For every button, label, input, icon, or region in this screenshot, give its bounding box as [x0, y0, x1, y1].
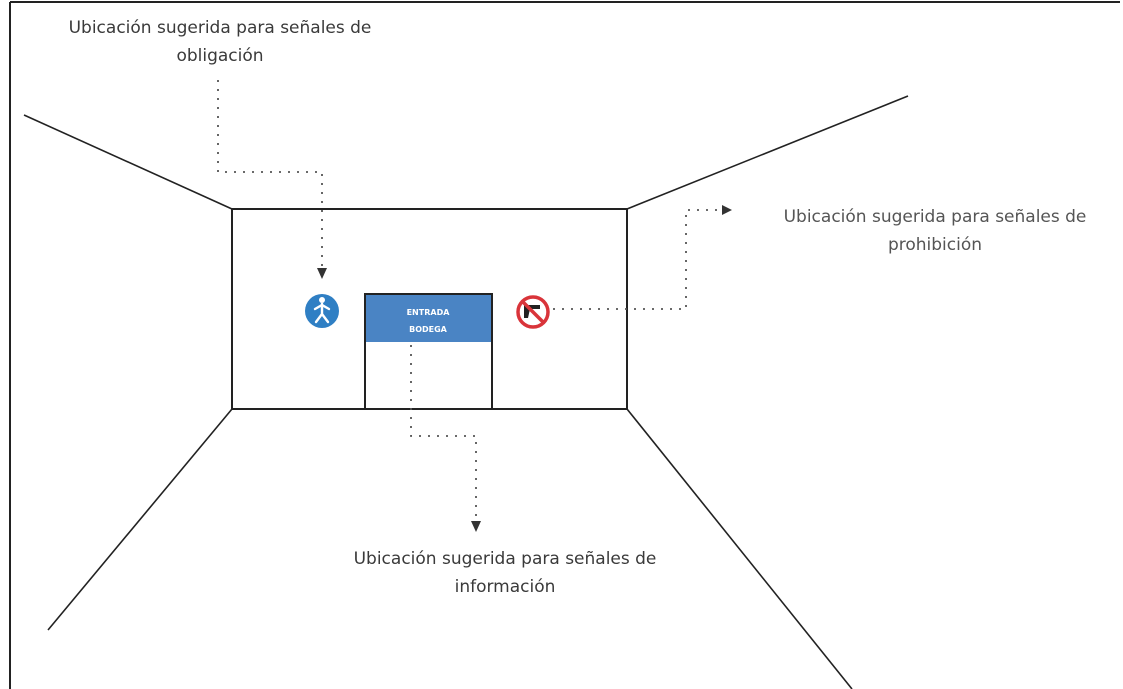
prohibition-label-line1: Ubicación sugerida para señales de — [783, 207, 1087, 227]
door-sign-line1: ENTRADA — [407, 308, 451, 317]
information-connector — [410, 345, 477, 521]
information-arrowhead — [471, 521, 481, 532]
ceiling-edge-right — [626, 95, 909, 210]
prohibition-label-line2: prohibición — [887, 235, 983, 255]
obligation-label-line2: obligación — [176, 46, 264, 66]
information-label-line1: Ubicación sugerida para señales de — [353, 549, 657, 569]
ceiling-edge-left — [23, 114, 233, 210]
floor-edge-left — [47, 408, 233, 631]
information-label: Ubicación sugerida para señales de infor… — [305, 545, 705, 601]
obligation-connector — [217, 80, 323, 268]
prohibition-arrowhead — [722, 205, 732, 215]
floor-edge-right — [626, 408, 853, 689]
obligation-label: Ubicación sugerida para señales de oblig… — [30, 14, 410, 70]
information-label-line2: información — [454, 577, 556, 597]
pedestrian-mandatory-icon — [305, 294, 339, 328]
obligation-arrowhead — [317, 268, 327, 279]
door-sign-line2: BODEGA — [409, 325, 448, 334]
no-firearms-icon — [516, 295, 550, 329]
prohibition-label: Ubicación sugerida para señales de prohi… — [755, 203, 1115, 259]
door-sign — [366, 295, 491, 342]
obligation-label-line1: Ubicación sugerida para señales de — [68, 18, 372, 38]
prohibition-connector — [553, 209, 722, 310]
